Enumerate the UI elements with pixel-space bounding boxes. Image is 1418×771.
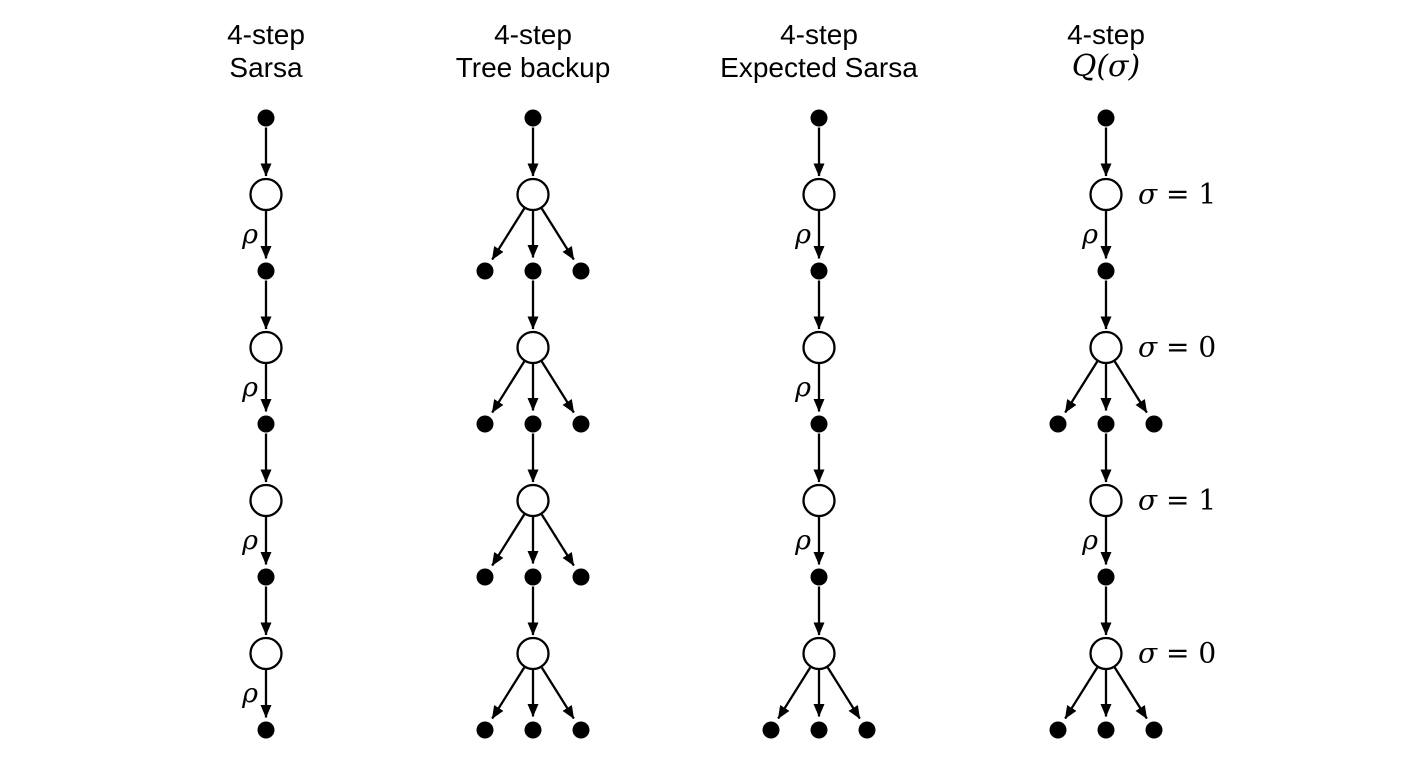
rho-label: ρ <box>241 525 258 556</box>
column-expected-sarsa: ρ ρ ρ <box>762 109 876 739</box>
state-node <box>802 330 836 365</box>
action-node <box>257 568 275 586</box>
fan-edge-arrow <box>540 513 575 567</box>
terminal-action-node <box>1097 721 1115 739</box>
state-node <box>249 483 283 518</box>
root-action-node <box>257 109 275 127</box>
column-title-expected-sarsa: 4-step Expected Sarsa <box>669 18 969 84</box>
state-node <box>802 636 836 671</box>
column-title-sarsa: 4-step Sarsa <box>116 18 416 84</box>
rho-label: ρ <box>1081 525 1098 556</box>
rho-label: ρ <box>241 372 258 403</box>
root-action-node <box>524 109 542 127</box>
terminal-action-node <box>858 721 876 739</box>
side-action-node <box>572 568 590 586</box>
state-node <box>516 636 550 671</box>
title-line-2: Expected Sarsa <box>720 52 918 83</box>
fan-edge-arrow <box>540 666 575 720</box>
rho-label: ρ <box>794 372 811 403</box>
state-node <box>802 177 836 212</box>
state-node <box>1089 330 1123 365</box>
sigma-label: σ = 0 <box>1138 637 1216 670</box>
root-action-node <box>1097 109 1115 127</box>
fan-edge-arrow <box>777 666 812 720</box>
side-action-node <box>476 415 494 433</box>
fan-edge-arrow <box>1113 666 1148 720</box>
terminal-action-node <box>1049 721 1067 739</box>
terminal-action-node <box>762 721 780 739</box>
state-node <box>802 483 836 518</box>
action-node <box>524 415 542 433</box>
side-action-node <box>476 568 494 586</box>
fan-edge-arrow <box>491 360 526 414</box>
fan-edge-arrow <box>540 207 575 261</box>
fan-edge-arrow <box>491 207 526 261</box>
fan-edge-arrow <box>1064 666 1099 720</box>
action-node <box>810 415 828 433</box>
action-node <box>810 568 828 586</box>
action-node <box>810 262 828 280</box>
state-node <box>1089 177 1123 212</box>
sigma-label: σ = 1 <box>1138 484 1216 517</box>
side-action-node <box>1145 415 1163 433</box>
action-node <box>257 262 275 280</box>
action-node <box>524 568 542 586</box>
state-node <box>1089 636 1123 671</box>
state-node <box>249 330 283 365</box>
rho-label: ρ <box>241 219 258 250</box>
state-node <box>516 483 550 518</box>
side-action-node <box>572 415 590 433</box>
fan-edge-arrow <box>491 666 526 720</box>
action-node <box>257 415 275 433</box>
column-q-sigma: σ = 1 ρ σ = 0 σ = 1 ρ σ = 0 <box>1049 109 1216 739</box>
title-line-2: Sarsa <box>229 52 303 83</box>
title-line-1: 4-step <box>227 19 305 50</box>
rho-label: ρ <box>794 219 811 250</box>
title-line-1: 4-step <box>780 19 858 50</box>
root-action-node <box>810 109 828 127</box>
action-node <box>1097 262 1115 280</box>
sigma-label: σ = 0 <box>1138 331 1216 364</box>
sigma-label: σ = 1 <box>1138 178 1216 211</box>
state-node <box>516 330 550 365</box>
rho-label: ρ <box>794 525 811 556</box>
title-line-2: Tree backup <box>455 52 611 83</box>
title-line-1: 4-step <box>494 19 572 50</box>
terminal-action-node <box>476 721 494 739</box>
fan-edge-arrow <box>1064 360 1099 414</box>
terminal-action-node <box>1145 721 1163 739</box>
column-sarsa: ρ ρ ρ ρ <box>241 109 283 739</box>
column-title-q-sigma: 4-step Q(σ) <box>956 18 1256 83</box>
rho-label: ρ <box>1081 219 1098 250</box>
state-node <box>1089 483 1123 518</box>
terminal-action-node <box>572 721 590 739</box>
terminal-action-node <box>257 721 275 739</box>
side-action-node <box>572 262 590 280</box>
fan-edge-arrow <box>1113 360 1148 414</box>
action-node <box>1097 415 1115 433</box>
state-node <box>249 636 283 671</box>
fan-edge-arrow <box>826 666 861 720</box>
action-node <box>1097 568 1115 586</box>
fan-edge-arrow <box>540 360 575 414</box>
rho-label: ρ <box>241 678 258 709</box>
title-line-2: Q(σ) <box>1071 49 1141 84</box>
side-action-node <box>476 262 494 280</box>
title-line-1: 4-step <box>1067 19 1145 50</box>
action-node <box>524 262 542 280</box>
side-action-node <box>1049 415 1067 433</box>
state-node <box>516 177 550 212</box>
column-tree-backup <box>476 109 590 739</box>
terminal-action-node <box>810 721 828 739</box>
state-node <box>249 177 283 212</box>
terminal-action-node <box>524 721 542 739</box>
fan-edge-arrow <box>491 513 526 567</box>
column-title-tree-backup: 4-step Tree backup <box>383 18 683 84</box>
